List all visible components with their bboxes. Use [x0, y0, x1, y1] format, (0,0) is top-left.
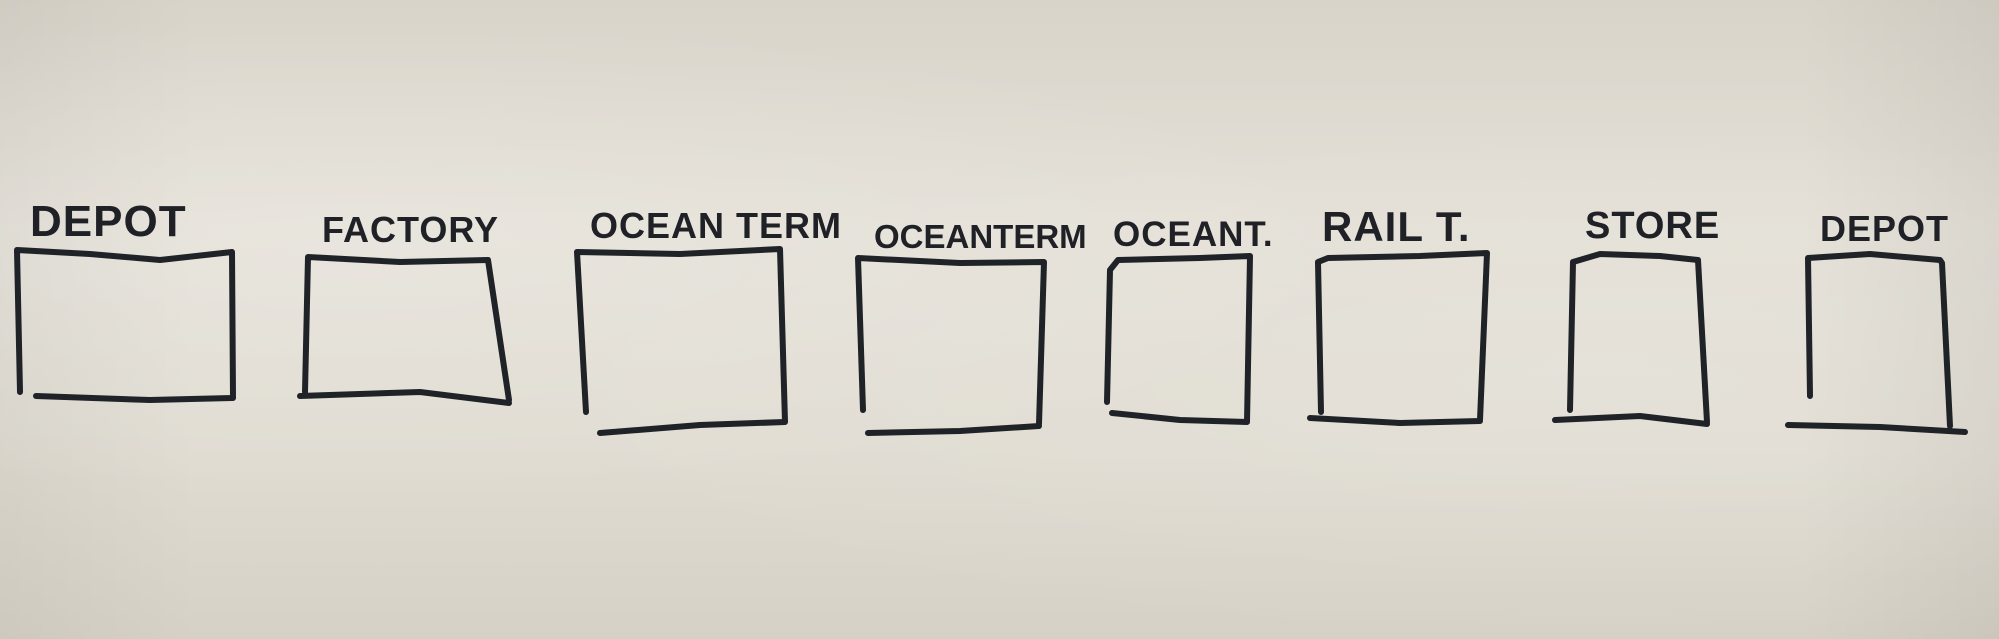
stage-box-store: [1552, 251, 1710, 427]
stage-box-ocean-term-1: [574, 246, 788, 436]
stage-label-factory: FACTORY: [322, 209, 500, 250]
stage-label-ocean-t: OCEANT.: [1113, 215, 1274, 254]
stage-label-depot-1: DEPOT: [30, 197, 187, 246]
stage-box-factory: [297, 254, 512, 406]
stage-label-rail-t: RAIL T.: [1322, 203, 1471, 250]
stage-label-depot-2: DEPOT: [1820, 208, 1950, 249]
stage-box-depot-2: [1785, 251, 1968, 435]
stage-label-ocean-term-1: OCEAN TERM: [590, 205, 842, 246]
stage-label-ocean-term-2: OCEANTERM: [874, 218, 1087, 255]
stage-box-depot-1: [14, 247, 236, 403]
stage-box-ocean-term-2: [855, 255, 1047, 436]
stage-box-ocean-t: [1104, 253, 1253, 425]
stage-box-rail-t: [1307, 250, 1490, 426]
stage-label-store: STORE: [1585, 205, 1721, 247]
